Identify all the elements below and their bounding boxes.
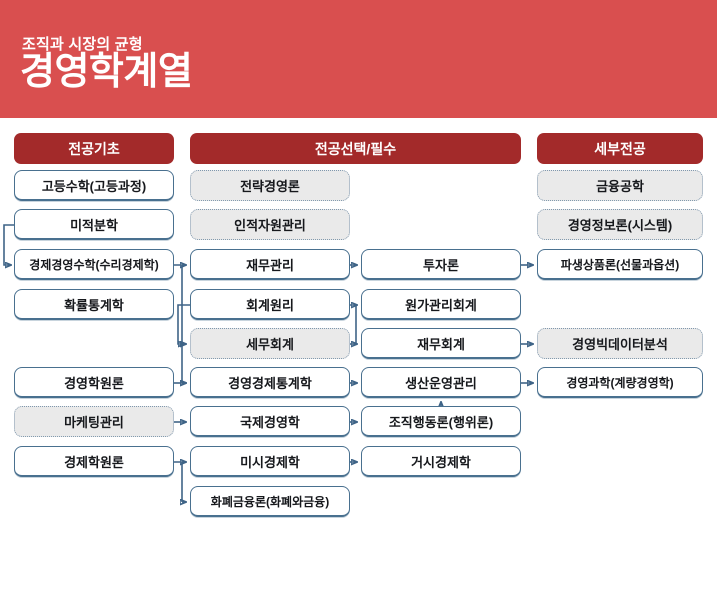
node-strategic-mgmt[interactable]: 전략경영론 xyxy=(190,170,350,201)
column-header-major-elective-required[interactable]: 전공선택/필수 xyxy=(190,133,521,164)
node-cost-mgmt-accounting[interactable]: 원가관리회계 xyxy=(361,289,521,320)
wire-accounting-to-costfin xyxy=(350,305,357,344)
node-advanced-math[interactable]: 고등수학(고등과정) xyxy=(14,170,174,201)
node-money-banking[interactable]: 화폐금융론(화폐와금융) xyxy=(190,486,350,517)
wire-calculus-to-econmath xyxy=(3,224,14,265)
node-calculus[interactable]: 미적분학 xyxy=(14,209,174,240)
wire-accounting-to-tax xyxy=(177,304,190,344)
node-financial-engineering[interactable]: 금융공학 xyxy=(537,170,703,201)
node-tax-accounting[interactable]: 세무회계 xyxy=(190,328,350,359)
node-hr-mgmt[interactable]: 인적자원관리 xyxy=(190,209,350,240)
wire-econprinciples-fanout xyxy=(174,462,186,502)
page-banner: 조직과 시장의 균형 경영학계열 xyxy=(0,0,717,118)
node-mgmt-science[interactable]: 경영과학(계량경영학) xyxy=(537,367,703,398)
node-marketing-mgmt[interactable]: 마케팅관리 xyxy=(14,406,174,437)
node-financial-mgmt[interactable]: 재무관리 xyxy=(190,249,350,280)
column-header-major-basics[interactable]: 전공기초 xyxy=(14,133,174,164)
node-accounting-principles[interactable]: 회계원리 xyxy=(190,289,350,320)
node-macroeconomics[interactable]: 거시경제학 xyxy=(361,446,521,477)
node-biz-bigdata[interactable]: 경영빅데이터분석 xyxy=(537,328,703,359)
banner-subtitle: 조직과 시장의 균형 xyxy=(22,36,143,53)
node-investments[interactable]: 투자론 xyxy=(361,249,521,280)
node-mis[interactable]: 경영정보론(시스템) xyxy=(537,209,703,240)
page-title: 경영학계열 xyxy=(20,51,193,93)
node-derivatives[interactable]: 파생상품론(선물과옵션) xyxy=(537,249,703,280)
node-microeconomics[interactable]: 미시경제학 xyxy=(190,446,350,477)
node-org-behavior[interactable]: 조직행동론(행위론) xyxy=(361,406,521,437)
node-mgmt-principles[interactable]: 경영학원론 xyxy=(14,367,174,398)
node-econ-mgmt-math[interactable]: 경제경영수학(수리경제학) xyxy=(14,249,174,280)
node-probability-stats[interactable]: 확률통계학 xyxy=(14,289,174,320)
node-production-ops[interactable]: 생산운영관리 xyxy=(361,367,521,398)
node-econ-principles[interactable]: 경제학원론 xyxy=(14,446,174,477)
node-financial-accounting[interactable]: 재무회계 xyxy=(361,328,521,359)
node-intl-business[interactable]: 국제경영학 xyxy=(190,406,350,437)
wire-econmath-fanout xyxy=(174,265,186,383)
node-biz-econ-stats[interactable]: 경영경제통계학 xyxy=(190,367,350,398)
column-header-detailed-major[interactable]: 세부전공 xyxy=(537,133,703,164)
